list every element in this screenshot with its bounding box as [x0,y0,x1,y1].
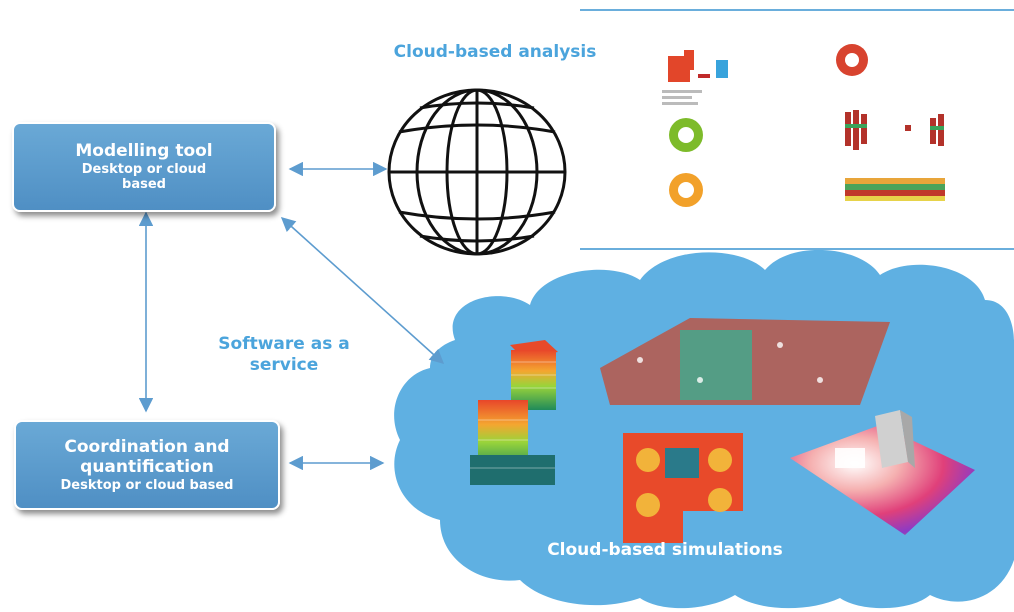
cloud-simulations-text: Cloud-based simulations [547,540,783,560]
cloud-analysis-text: Cloud-based analysis [393,42,597,62]
coordination-title-line-2: quantification [80,457,214,478]
coordination-subtitle: Desktop or cloud based [60,477,234,493]
cloud-simulations-label: Cloud-based simulations [500,540,830,561]
coordination-title-line-1: Coordination and [64,436,230,457]
building-energy-simulation [470,340,558,485]
saas-label: Software as a service [196,334,372,377]
saas-line-2: service [249,355,319,376]
modelling-tool-title: Modelling tool [75,141,213,162]
analysis-dashboard-thumbnail [628,28,1013,238]
coordination-box[interactable]: Coordination and quantification Desktop … [14,420,280,510]
saas-line-1: Software as a [218,334,350,354]
modelling-tool-subtitle: Desktop or cloud based [81,161,207,193]
arrow-modelling-to-simulations [280,217,445,364]
terrain-analysis-map [600,318,890,405]
daylight-heatmap [623,433,743,543]
cloud-analysis-label: Cloud-based analysis [360,42,630,63]
wind-simulation [790,410,975,535]
globe-icon [387,88,567,256]
modelling-tool-box[interactable]: Modelling tool Desktop or cloud based [12,122,276,212]
